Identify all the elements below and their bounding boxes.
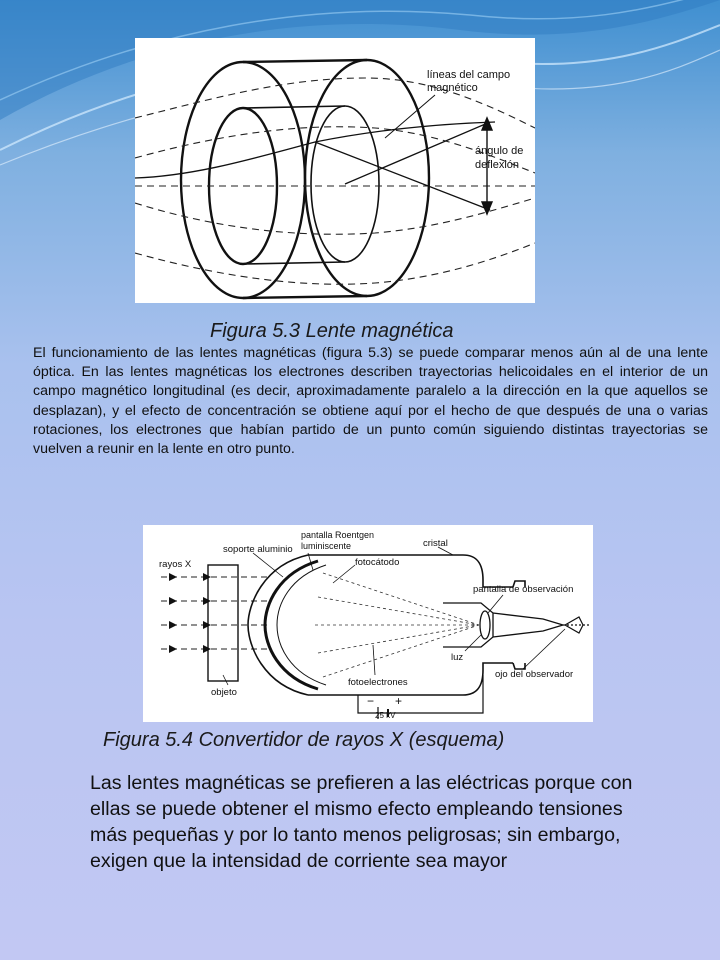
body-paragraph-1: El funcionamiento de las lentes magnétic… (33, 345, 708, 458)
magnetic-lens-drawing: líneas del campo magnético ángulo de def… (135, 58, 535, 300)
minus-terminal-label: − (367, 694, 374, 708)
plus-terminal-label: + (395, 694, 402, 708)
xray-converter-figure: rayos X soporte aluminio pantalla Roentg… (143, 525, 593, 722)
xrays-label: rayos X (159, 559, 192, 570)
roentgen-screen-label-1: pantalla Roentgen (301, 530, 374, 540)
figure-5-4-caption: Figura 5.4 Convertidor de rayos X (esque… (103, 729, 505, 751)
roentgen-screen-label-2: luminiscente (301, 541, 351, 551)
aluminum-support-label: soporte aluminio (223, 544, 293, 555)
deflection-angle-label-2: deflexión (475, 159, 519, 171)
xray-converter-drawing: rayos X soporte aluminio pantalla Roentg… (159, 530, 589, 720)
field-lines-label-1: líneas del campo (427, 69, 510, 81)
body-paragraph-2: Las lentes magnéticas se prefieren a las… (90, 772, 633, 872)
magnetic-lens-figure: líneas del campo magnético ángulo de def… (135, 38, 535, 303)
photoelectrons-label: fotoelectrones (348, 677, 408, 688)
glass-label: cristal (423, 538, 448, 549)
observation-screen-label: pantalla de observación (473, 584, 573, 595)
object-label: objeto (211, 687, 237, 698)
light-label: luz (451, 652, 463, 663)
figure-5-3-caption: Figura 5.3 Lente magnética (210, 320, 454, 342)
field-lines-label-2: magnético (427, 82, 478, 94)
voltage-label: 25 kV (375, 711, 396, 720)
photocathode-label: fotocátodo (355, 557, 399, 568)
deflection-angle-label-1: ángulo de (475, 145, 523, 157)
observer-eye-label: ojo del observador (495, 669, 573, 680)
